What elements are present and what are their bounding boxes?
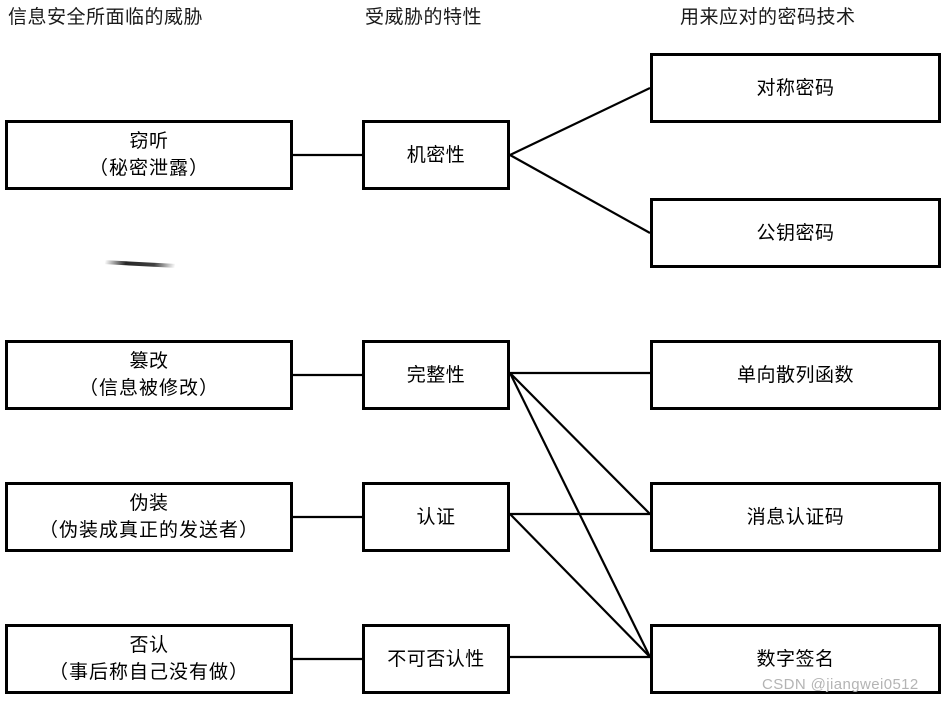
node-title: 单向散列函数 bbox=[736, 364, 854, 386]
node-tampering[interactable]: 篡改 （信息被修改） bbox=[5, 340, 293, 410]
node-title: 认证 bbox=[416, 506, 456, 528]
node-symmetric-cipher[interactable]: 对称密码 bbox=[650, 53, 941, 123]
column-header-threats: 信息安全所面临的威胁 bbox=[8, 7, 204, 28]
node-non-repudiation[interactable]: 不可否认性 bbox=[362, 624, 510, 694]
node-title: 不可否认性 bbox=[387, 648, 485, 670]
node-spoofing[interactable]: 伪装 （伪装成真正的发送者） bbox=[5, 482, 293, 552]
edge-authentication-signature bbox=[509, 513, 651, 658]
node-title: 伪装 bbox=[129, 493, 169, 514]
node-authentication[interactable]: 认证 bbox=[362, 482, 510, 552]
node-confidentiality[interactable]: 机密性 bbox=[362, 120, 510, 190]
node-digital-signature[interactable]: 数字签名 bbox=[650, 624, 941, 694]
node-title: 消息认证码 bbox=[746, 506, 845, 528]
node-title: 机密性 bbox=[406, 144, 466, 166]
node-detail: （信息被修改） bbox=[78, 378, 219, 399]
node-title: 数字签名 bbox=[756, 648, 835, 670]
node-public-key-cipher[interactable]: 公钥密码 bbox=[650, 198, 941, 268]
column-header-techniques: 用来应对的密码技术 bbox=[680, 7, 856, 28]
node-title: 对称密码 bbox=[756, 77, 835, 99]
node-title: 完整性 bbox=[406, 364, 466, 386]
edge-integrity-mac bbox=[509, 372, 651, 515]
node-repudiation[interactable]: 否认 （事后称自己没有做） bbox=[5, 624, 293, 694]
node-title: 窃听 bbox=[129, 131, 169, 152]
node-message-auth-code[interactable]: 消息认证码 bbox=[650, 482, 941, 552]
node-title: 否认 bbox=[129, 635, 169, 656]
node-title: 公钥密码 bbox=[756, 222, 835, 244]
node-eavesdropping[interactable]: 窃听 （秘密泄露） bbox=[5, 120, 293, 190]
node-detail: （事后称自己没有做） bbox=[48, 662, 249, 683]
node-detail: （伪装成真正的发送者） bbox=[38, 520, 259, 541]
column-header-properties: 受威胁的特性 bbox=[365, 7, 483, 28]
csdn-watermark: CSDN @jiangwei0512 bbox=[762, 676, 919, 693]
node-integrity[interactable]: 完整性 bbox=[362, 340, 510, 410]
node-one-way-hash[interactable]: 单向散列函数 bbox=[650, 340, 941, 410]
edge-confidentiality-publickey bbox=[509, 154, 651, 234]
node-detail: （秘密泄露） bbox=[88, 158, 209, 179]
edge-confidentiality-symmetric bbox=[509, 87, 651, 156]
node-title: 篡改 bbox=[129, 351, 169, 372]
